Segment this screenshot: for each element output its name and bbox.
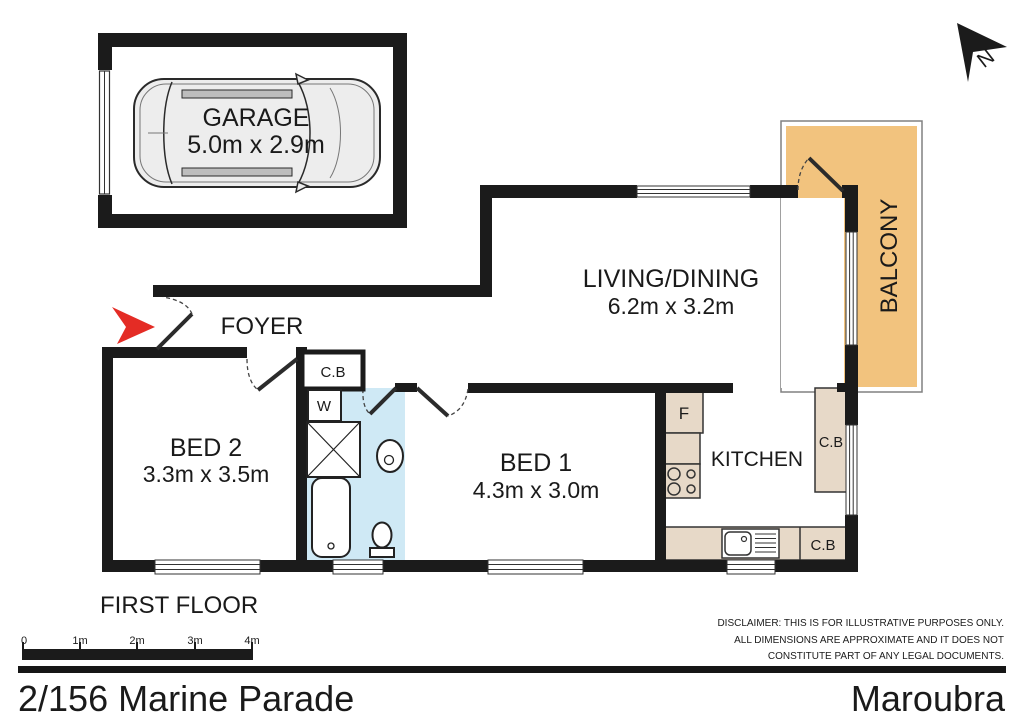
doors — [155, 156, 845, 418]
garage-label: GARAGE — [203, 104, 310, 132]
scale-tick-1: 1m — [72, 635, 87, 647]
balcony-area: BALCONY — [780, 120, 923, 393]
sink — [721, 528, 780, 559]
kitchen-label: KITCHEN — [711, 448, 803, 471]
suburb-title: Maroubra — [851, 678, 1006, 719]
fridge-label: F — [679, 404, 689, 423]
scale-tick-0: 0 — [21, 635, 27, 647]
washer-box — [307, 389, 342, 422]
kitchen-bench-cupboard-label: C.B — [810, 537, 835, 554]
bathtub — [311, 477, 351, 558]
scale-tick-2: 2m — [129, 635, 144, 647]
garage-dims: 5.0m x 2.9m — [187, 131, 325, 159]
bed1-dims: 4.3m x 3.0m — [473, 477, 600, 503]
bed2-door-swing — [246, 357, 299, 392]
disclaimer: DISCLAIMER: THIS IS FOR ILLUSTRATIVE PUR… — [717, 618, 1004, 662]
kitchen-fittings: F C.B C.B — [662, 387, 849, 561]
living-dining-label: LIVING/DINING — [583, 265, 759, 293]
car-top-view-icon — [133, 72, 381, 194]
kitchen-tall-cupboard-label: C.B — [819, 435, 843, 451]
entry-arrow-icon — [112, 307, 155, 344]
washer-label: W — [317, 398, 332, 415]
floor-title: FIRST FLOOR — [100, 592, 258, 619]
unit-walls — [102, 185, 858, 572]
hall-cupboard-label: C.B — [320, 364, 345, 381]
stove-burners — [667, 467, 696, 496]
bathroom-door-swing — [362, 386, 398, 416]
fridge-box — [664, 391, 704, 434]
bed1-door-swing — [415, 386, 469, 418]
entry-door-swing — [155, 296, 194, 351]
scale-bar: 0 1m 2m 3m 4m — [21, 635, 260, 660]
basin — [376, 439, 404, 473]
living-floor-overlap — [781, 198, 844, 388]
living-dining-dims: 6.2m x 3.2m — [608, 293, 735, 319]
bathroom-fixtures: W — [306, 389, 404, 558]
address-title: 2/156 Marine Parade — [18, 678, 354, 719]
footer-divider — [18, 666, 1006, 673]
bed2-label: BED 2 — [170, 434, 242, 462]
scale-ticks — [22, 642, 253, 649]
windows — [154, 185, 858, 575]
foyer-label: FOYER — [221, 313, 304, 340]
scale-bar-rule — [22, 649, 253, 660]
balcony-label: BALCONY — [876, 199, 903, 314]
disclaimer-line-1: DISCLAIMER: THIS IS FOR ILLUSTRATIVE PUR… — [717, 618, 1004, 629]
kitchen-counter-left — [662, 432, 701, 465]
toilet — [369, 521, 395, 558]
scale-tick-4: 4m — [244, 635, 259, 647]
disclaimer-line-3: CONSTITUTE PART OF ANY LEGAL DOCUMENTS. — [768, 651, 1004, 662]
kitchen-tall-cupboard — [814, 387, 849, 493]
living-window — [636, 185, 751, 198]
shower — [306, 421, 361, 478]
bed2-dims: 3.3m x 3.5m — [143, 461, 270, 487]
garage-room: GARAGE 5.0m x 2.9m — [98, 33, 407, 228]
balcony-door-swing — [797, 156, 845, 193]
kitchen-side-window — [845, 424, 858, 516]
bed2-window — [154, 559, 261, 575]
scale-tick-3: 3m — [187, 635, 202, 647]
hall-cupboard: C.B — [299, 349, 366, 392]
bathroom-window — [332, 559, 384, 575]
kitchen-window — [726, 559, 776, 575]
bed1-window — [487, 559, 584, 575]
disclaimer-line-2: ALL DIMENSIONS ARE APPROXIMATE AND IT DO… — [734, 635, 1004, 646]
sink-drainer — [755, 533, 776, 553]
bed1-label: BED 1 — [500, 449, 572, 477]
north-arrow-icon: N — [957, 23, 1007, 82]
balcony-window — [845, 231, 858, 346]
